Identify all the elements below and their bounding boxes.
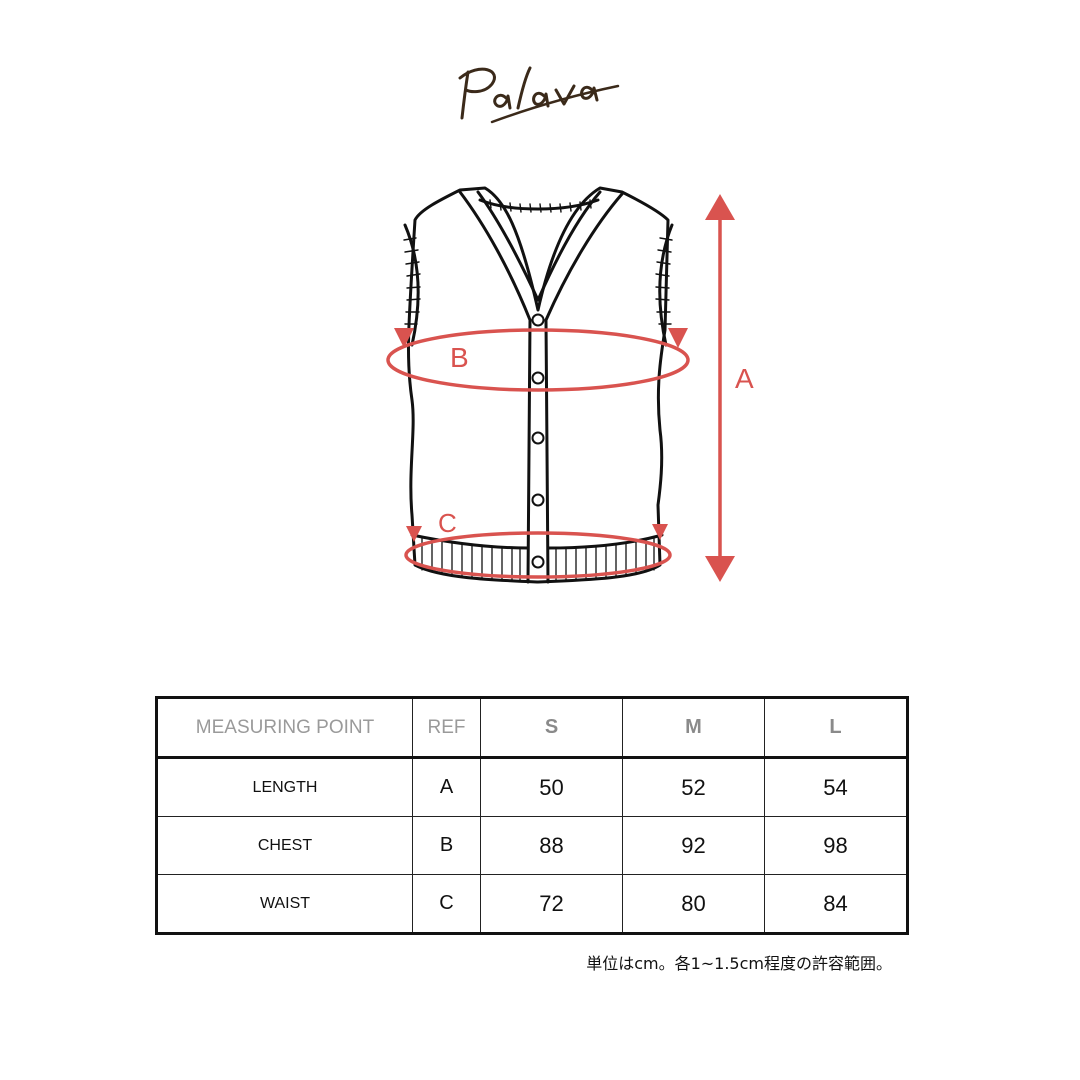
table-header-row: MEASURING POINT REF S M L (156, 697, 908, 759)
header-measuring-point: MEASURING POINT (156, 697, 413, 759)
size-chart-table: MEASURING POINT REF S M L LENGTH A 50 52… (155, 696, 909, 935)
row-value-l: 98 (764, 816, 908, 875)
row-value-m: 80 (622, 874, 765, 934)
row-value-l: 54 (764, 757, 908, 817)
label-a: A (735, 363, 754, 394)
row-value-m: 52 (622, 757, 765, 817)
row-ref: A (412, 757, 481, 817)
row-value-s: 50 (480, 757, 623, 817)
row-value-s: 72 (480, 874, 623, 934)
row-value-s: 88 (480, 816, 623, 875)
row-point: WAIST (156, 874, 413, 934)
header-size-l: L (764, 697, 908, 759)
table-row: WAIST C 72 80 84 (156, 874, 908, 934)
row-point: CHEST (156, 816, 413, 875)
unit-note: 単位はcm。各1~1.5cm程度の許容範囲。 (586, 954, 892, 973)
header-ref: REF (412, 697, 481, 759)
row-point: LENGTH (156, 757, 413, 817)
table-row: LENGTH A 50 52 54 (156, 757, 908, 817)
label-c: C (438, 508, 457, 538)
brand-logo (458, 66, 620, 124)
row-value-m: 92 (622, 816, 765, 875)
header-size-s: S (480, 697, 623, 759)
header-size-m: M (622, 697, 765, 759)
row-ref: C (412, 874, 481, 934)
table-row: CHEST B 88 92 98 (156, 816, 908, 875)
row-ref: B (412, 816, 481, 875)
label-b: B (450, 342, 469, 373)
vest-diagram: B C A (386, 186, 754, 584)
row-value-l: 84 (764, 874, 908, 934)
